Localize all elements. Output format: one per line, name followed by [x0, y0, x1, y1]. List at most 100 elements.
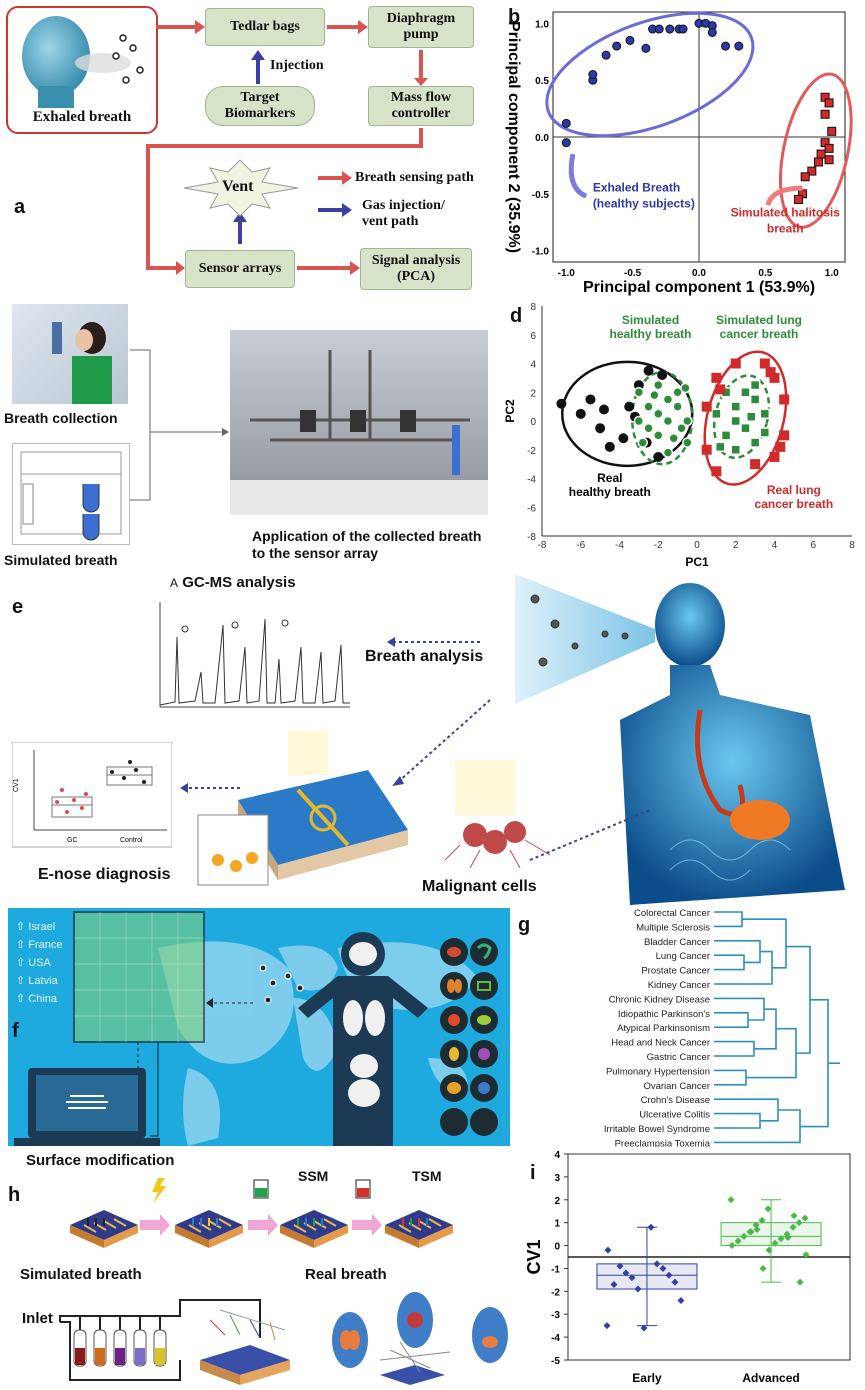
dendrogram-leaf-label: Preeclampsia Toxemia: [615, 1138, 711, 1147]
healthy-annotation-line2: (healthy subjects): [593, 196, 695, 210]
data-point: [784, 1234, 792, 1242]
data-point: [730, 444, 741, 455]
y-tick-label: 0: [530, 417, 536, 428]
dendrogram-link: [786, 945, 811, 1054]
data-point: [824, 143, 834, 153]
data-point: [779, 394, 790, 405]
dendrogram-leaf-label: Idiopathic Parkinson's: [618, 1009, 710, 1020]
x-tick-label: 0.5: [758, 268, 772, 279]
human-body-illustration: [620, 583, 845, 905]
surface-modification-label: Surface modification: [26, 1152, 175, 1169]
data-point: [800, 172, 810, 182]
data-point: [777, 1235, 785, 1243]
simulated-breath-manifold: [59, 1299, 290, 1385]
data-point: [622, 1269, 630, 1277]
simulated-breath-label: Simulated breath: [4, 552, 118, 568]
data-point: [807, 166, 817, 176]
halitosis-annotation-line2: breath: [767, 221, 804, 235]
enose-gc-label: GC: [67, 837, 78, 844]
data-point: [588, 70, 598, 79]
y-tick-label: -1: [551, 1264, 560, 1275]
y-tick-label: 0.0: [535, 133, 549, 144]
dendrogram-link: [714, 1098, 779, 1122]
data-point: [824, 155, 834, 165]
data-point: [662, 394, 674, 405]
y-tick-label: 4: [530, 360, 536, 371]
x-tick-label: 0: [694, 540, 700, 551]
data-point: [624, 401, 635, 412]
dendrogram-link: [714, 911, 743, 928]
data-point: [769, 451, 780, 462]
injection-label: Injection: [270, 58, 324, 73]
breath-collection-photo: [12, 304, 128, 404]
exhaled-breath-label: Exhaled breath: [32, 109, 132, 125]
dendrogram-link: [714, 954, 745, 971]
chip-bare-electrode: [83, 1224, 97, 1233]
data-point: [740, 387, 751, 398]
data-point: [672, 387, 683, 398]
simulated-breath-schematic: [12, 443, 130, 545]
gas-injection-label: Gas injection/ vent path: [362, 198, 445, 229]
data-point: [662, 415, 674, 427]
panel-c-connector: [130, 349, 229, 501]
data-point: [665, 24, 675, 34]
data-point: [790, 1212, 798, 1220]
dendrogram-leaf-label: Atypical Parkinsonism: [617, 1023, 710, 1034]
data-point: [730, 358, 741, 369]
chip-bare-electrode: [103, 1220, 117, 1229]
data-point: [711, 466, 722, 477]
halitosis-annotation-line1: Simulated halitosis: [731, 206, 841, 220]
data-point: [561, 118, 571, 128]
dendrogram-leaf-label: Head and Neck Cancer: [611, 1038, 710, 1049]
data-point: [715, 441, 726, 453]
data-point: [678, 24, 688, 34]
healthy-annotation-line1: Exhaled Breath: [593, 181, 680, 195]
sim-healthy-annotation-2: healthy breath: [609, 327, 691, 341]
x-tick-label: 0.0: [692, 268, 706, 279]
sim-lung-annotation-1: Simulated lung: [716, 313, 802, 327]
chip-tsm-electrode: [418, 1220, 432, 1229]
y-tick-label: 1.0: [535, 19, 549, 30]
data-point: [775, 441, 786, 452]
panel-letter-b: b: [508, 6, 521, 28]
dendrogram-leaf-label: Irritable Bowel Syndrome: [604, 1124, 710, 1135]
x-tick-label: -6: [576, 540, 585, 551]
sim-lung-ellipse: [712, 374, 771, 460]
breath-collection-label: Breath collection: [4, 410, 118, 426]
y-tick-label: -2: [527, 446, 536, 457]
data-point: [764, 1205, 772, 1213]
data-point: [771, 1239, 779, 1247]
x-tick-label: 4: [772, 540, 778, 551]
dendrogram-leaf-label: Colorectal Cancer: [634, 908, 710, 919]
data-point: [765, 1246, 773, 1254]
dendrogram-leaf-label: Lung Cancer: [656, 951, 710, 962]
dendrogram-leaf-label: Chronic Kidney Disease: [609, 994, 710, 1005]
y-tick-label: -1.0: [532, 247, 550, 258]
y-tick-label: -4: [551, 1333, 560, 1344]
data-point: [749, 394, 761, 405]
data-point: [715, 384, 726, 395]
data-point: [641, 43, 651, 53]
gcms-chromatogram: [159, 602, 350, 708]
data-point: [634, 1285, 642, 1293]
head-illustration: [22, 16, 144, 108]
x-category-label: Early: [632, 1371, 662, 1385]
panel-letter-e: e: [12, 596, 24, 618]
box-iqr: [720, 1222, 822, 1247]
enose-boxplot: GC Control CV1: [12, 742, 172, 848]
human-silhouette-icon: [298, 932, 428, 1146]
y-tick-label: 2: [530, 388, 536, 399]
dendrogram-link: [714, 1040, 755, 1057]
x-tick-label: 8: [849, 540, 855, 551]
y-tick-label: 0.5: [535, 76, 549, 87]
data-point: [625, 35, 635, 45]
chip-tsm-electrode: [428, 1218, 442, 1227]
data-point: [647, 1223, 655, 1231]
data-point: [633, 387, 645, 398]
data-point: [643, 422, 654, 434]
dendrogram-link: [714, 940, 761, 964]
data-point: [604, 1246, 612, 1254]
